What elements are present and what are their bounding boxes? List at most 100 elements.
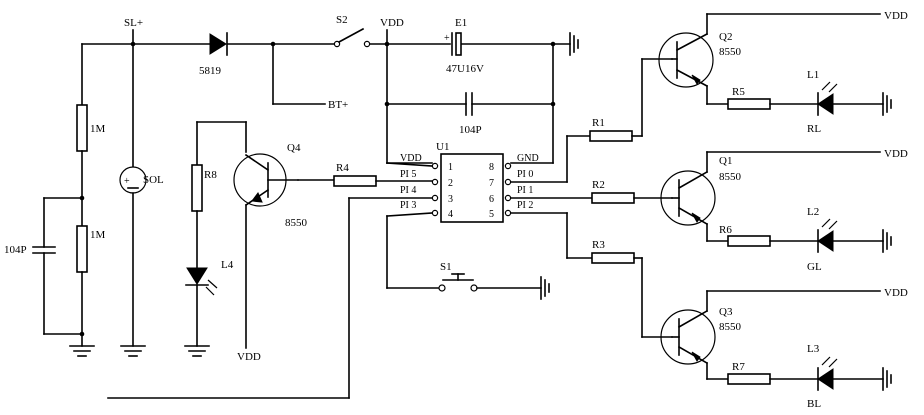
resistor-r5 [727,98,771,110]
resistor-r2 [591,192,635,204]
rl-label: RL [807,123,821,135]
q2-part-label: 8550 [719,46,742,58]
vdd-q3-label: VDD [884,287,908,299]
r-1m-top-label: 1M [90,123,106,135]
ground-symbol-l3 [882,367,892,391]
r1-to-q2-wire [631,58,673,137]
u1-pin2 [431,178,439,186]
u1-vdd-label: VDD [400,153,422,164]
vdd-q2-label: VDD [884,10,908,22]
sl-plus-label: SL+ [124,17,143,29]
s1-label: S1 [440,261,452,273]
u1-pin4 [431,209,439,217]
capacitor-104p-top [386,92,554,116]
vdd-top-label: VDD [380,17,404,29]
u1-label: U1 [436,141,449,153]
pin4-label: 4 [448,209,453,220]
u1-p14-label: PI 4 [400,185,416,196]
u1-pin3 [431,194,439,202]
switch-s1 [386,212,542,292]
resistor-r1 [589,130,633,142]
led-l1 [817,81,838,116]
gl-label: GL [807,261,822,273]
ground-symbol-divider [69,345,95,357]
r2-label: R2 [592,179,605,191]
resistor-1m-bottom [76,225,88,273]
transistor-q4 [233,153,299,207]
resistor-r7 [727,373,771,385]
q4-label: Q4 [287,142,301,154]
u1-p11-label: PI 1 [517,185,533,196]
pin7-label: 7 [489,178,494,189]
r7-label: R7 [732,361,745,373]
r4-label: R4 [336,162,349,174]
ground-symbol-top [569,32,579,56]
ground-symbol-l1 [882,92,892,116]
q4-part-label: 8550 [285,217,308,229]
pin5-label: 5 [489,209,494,220]
l3-label: L3 [807,343,820,355]
bottom-feedback-wire [107,197,433,399]
q2-label: Q2 [719,31,732,43]
capacitor-104p-left [32,246,83,335]
resistor-1m-top [76,104,88,152]
led-l4 [185,267,218,296]
diode-5819 [209,32,228,56]
u1-gnd-wire [510,103,554,164]
l1-label: L1 [807,69,819,81]
resistor-r8 [191,164,203,212]
diode-5819-label: 5819 [199,65,222,77]
u1-pin8 [504,162,512,170]
u1-pin7 [504,178,512,186]
r3-wire [510,212,593,259]
ground-symbol-l4 [184,345,210,357]
l2-label: L2 [807,206,819,218]
top-rail [81,29,451,164]
u1-gnd-label: GND [517,153,539,164]
r6-label: R6 [719,224,732,236]
led-l3 [817,356,838,391]
bt-plus-label: BT+ [328,99,348,111]
ground-symbol-s1 [540,276,550,300]
r8-label: R8 [204,169,217,181]
u1-p13-label: PI 3 [400,200,416,211]
led-l2 [817,218,838,253]
ground-symbol-sol [120,345,146,357]
e1-plus-sign: + [444,33,450,44]
q3-label: Q3 [719,306,733,318]
pin6-label: 6 [489,194,494,205]
u1-pin6 [504,194,512,202]
r1-wire [510,135,591,183]
u1-vdd-wire [386,162,433,167]
c-104p-left-label: 104P [4,244,27,256]
r1-label: R1 [592,117,605,129]
pin1-label: 1 [448,162,453,173]
q1-part-label: 8550 [719,171,742,183]
u1-p15-label: PI 5 [400,169,416,180]
s2-label: S2 [336,14,348,26]
capacitor-e1 [451,32,554,56]
r3-label: R3 [592,239,605,251]
bl-label: BL [807,398,821,410]
q1-label: Q1 [719,155,732,167]
vdd-q4-label: VDD [237,351,261,363]
pin2-label: 2 [448,178,453,189]
q3-part-label: 8550 [719,321,742,333]
e1-value-label: 47U16V [446,63,484,75]
r-1m-bottom-label: 1M [90,229,106,241]
l4-label: L4 [221,259,234,271]
resistor-r3 [591,252,635,264]
r5-label: R5 [732,86,745,98]
u1-pin5 [504,209,512,217]
transistor-q2 [658,13,881,105]
pin8-label: 8 [489,162,494,173]
u1-p10-label: PI 0 [517,169,533,180]
e1-label: E1 [455,17,467,29]
resistor-r6 [727,235,771,247]
solar-plus-sign: + [124,176,130,187]
u1-p12-label: PI 2 [517,200,533,211]
ic-u1 [440,153,504,223]
resistor-r4 [333,175,377,187]
